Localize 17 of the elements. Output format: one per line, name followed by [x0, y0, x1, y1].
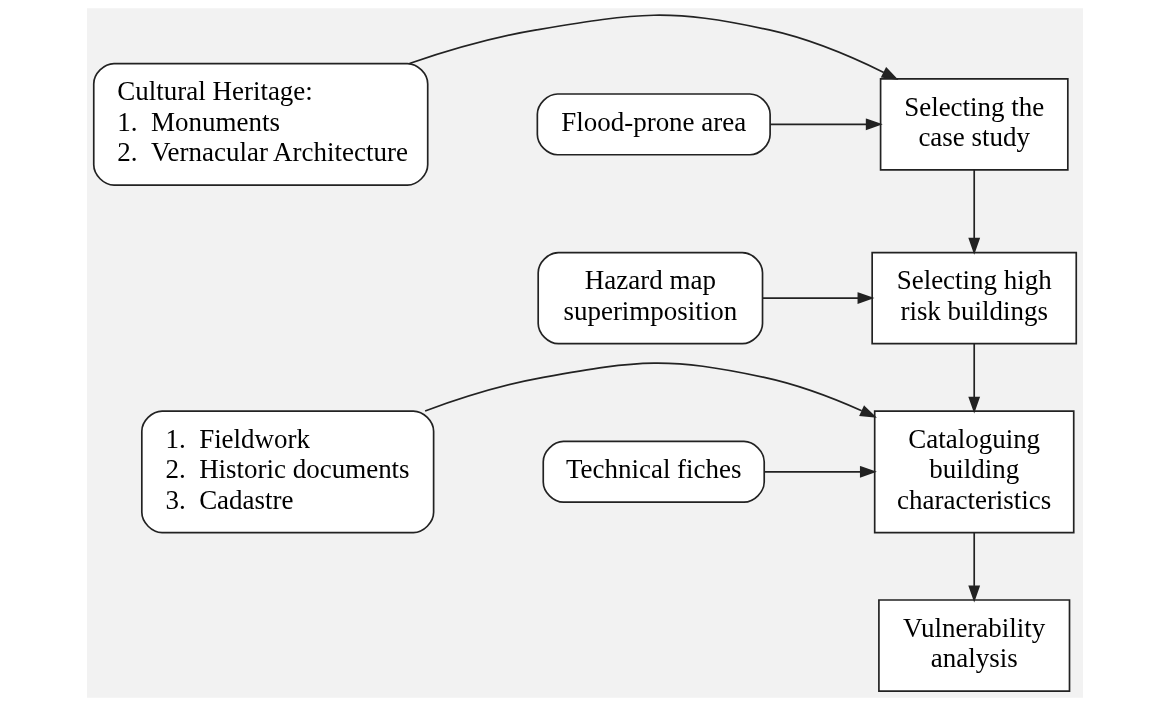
node-box: Hazard map superimposition [536, 251, 763, 345]
arrow [763, 465, 877, 478]
node-box: Cataloguing building characteristics [873, 410, 1075, 534]
node-box: Selecting high risk buildings [870, 251, 1077, 345]
node-box: Technical fiches [541, 440, 765, 504]
arrow [423, 362, 877, 418]
arrow [761, 292, 874, 304]
node-box: Selecting the case study [879, 78, 1069, 171]
node-box: Vulnerability analysis [877, 599, 1070, 692]
arrow [967, 531, 980, 603]
arrow [408, 14, 898, 80]
arrow [768, 118, 883, 131]
node-box: Flood-prone area [536, 93, 771, 156]
arrow [967, 342, 980, 414]
arrow [967, 169, 980, 255]
node-box: Cultural Heritage: 1. Monuments 2. Vernacular Architecture [92, 62, 429, 186]
node-box: 1. Fieldwork 2. Historic documents 3. Cadastre [140, 410, 434, 534]
